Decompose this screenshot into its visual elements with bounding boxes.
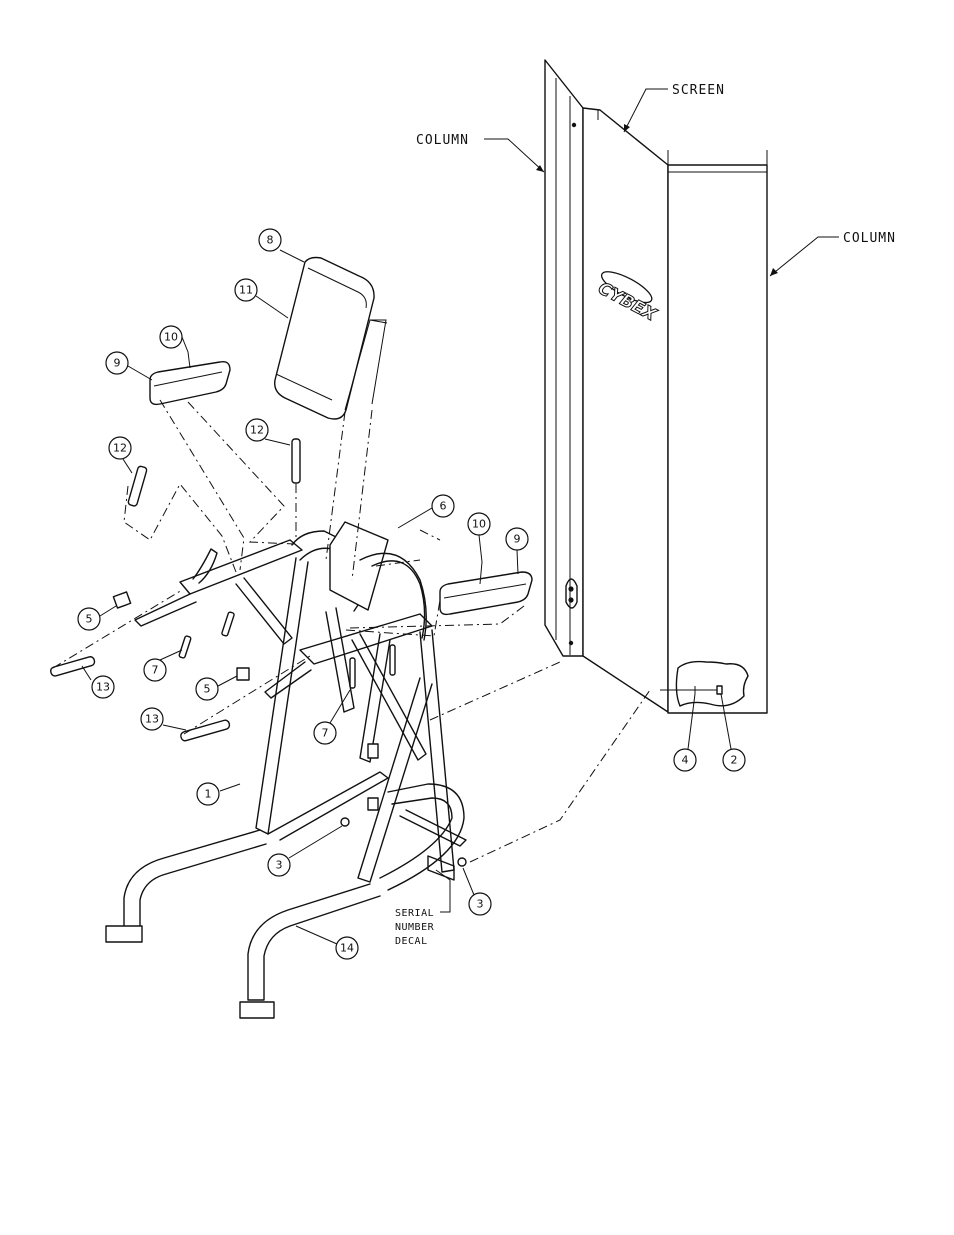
serial-number-decal-label: SERIAL NUMBER DECAL <box>395 869 451 947</box>
svg-text:3: 3 <box>477 898 484 911</box>
svg-text:12: 12 <box>250 424 264 437</box>
svg-text:COLUMN: COLUMN <box>416 133 469 148</box>
callout-5-left: 5 <box>77 605 117 631</box>
column-screen-assembly: CYBEX <box>544 59 768 714</box>
handle-grip-upper <box>291 438 301 484</box>
svg-text:COLUMN: COLUMN <box>843 231 896 246</box>
callout-11: 11 <box>234 278 289 319</box>
svg-text:9: 9 <box>514 533 521 546</box>
callout-2: 2 <box>720 693 746 772</box>
svg-text:4: 4 <box>682 754 689 767</box>
callout-7-left: 7 <box>143 649 183 682</box>
label-column-right: COLUMN <box>769 231 896 277</box>
arm-pad-left <box>149 360 231 406</box>
screen-panel <box>582 107 669 713</box>
callout-3-right: 3 <box>462 867 492 916</box>
right-column <box>667 164 768 714</box>
back-mount-plate <box>329 521 389 611</box>
svg-text:13: 13 <box>145 713 159 726</box>
handle-grip-left <box>127 465 148 507</box>
grip-13-right <box>180 719 231 742</box>
svg-text:10: 10 <box>164 331 178 344</box>
label-screen: SCREEN <box>623 83 725 133</box>
callout-5-right: 5 <box>195 675 238 701</box>
callout-9-right: 9 <box>505 527 529 575</box>
back-pad <box>274 256 388 420</box>
callout-14: 14 <box>295 925 359 960</box>
svg-text:5: 5 <box>204 683 211 696</box>
assembly-lines <box>52 399 651 863</box>
callout-8: 8 <box>258 228 305 263</box>
pin-7-far <box>389 644 396 676</box>
svg-text:NUMBER: NUMBER <box>395 922 435 933</box>
frame <box>105 521 467 1019</box>
foot-left <box>105 925 143 943</box>
svg-text:5: 5 <box>86 613 93 626</box>
svg-text:7: 7 <box>322 727 329 740</box>
svg-text:3: 3 <box>276 859 283 872</box>
callout-12-right: 12 <box>245 418 291 446</box>
svg-text:14: 14 <box>340 942 354 955</box>
callout-4: 4 <box>673 693 697 772</box>
svg-text:SCREEN: SCREEN <box>672 83 725 98</box>
pin-7-mid <box>221 611 235 637</box>
svg-text:10: 10 <box>472 518 486 531</box>
callout-9-left: 9 <box>105 351 153 381</box>
svg-text:13: 13 <box>96 681 110 694</box>
callout-13-left: 13 <box>81 665 115 699</box>
svg-text:9: 9 <box>114 357 121 370</box>
svg-text:7: 7 <box>152 664 159 677</box>
left-column <box>544 59 584 657</box>
svg-text:8: 8 <box>267 234 274 247</box>
pin-7-left <box>178 635 192 659</box>
arm-pad-right <box>439 571 533 616</box>
svg-text:2: 2 <box>731 754 738 767</box>
svg-text:DECAL: DECAL <box>395 936 428 947</box>
callout-10-right: 10 <box>467 512 491 585</box>
svg-text:11: 11 <box>239 284 253 297</box>
callout-12-left: 12 <box>108 436 133 474</box>
svg-text:SERIAL: SERIAL <box>395 908 434 919</box>
cutaway-window <box>675 660 749 707</box>
svg-text:6: 6 <box>440 500 447 513</box>
callout-6: 6 <box>397 494 455 529</box>
svg-text:1: 1 <box>205 788 212 801</box>
svg-text:12: 12 <box>113 442 127 455</box>
callout-7-right: 7 <box>313 689 351 745</box>
callout-13-right: 13 <box>140 707 187 731</box>
callout-3-left: 3 <box>267 825 343 877</box>
foot-right <box>239 1001 275 1019</box>
label-column-left: COLUMN <box>416 133 545 173</box>
grip-13-left <box>49 656 96 677</box>
knob-5-right <box>236 667 250 681</box>
callout-10-left: 10 <box>159 325 191 369</box>
knob-5-left <box>112 591 132 609</box>
callout-1: 1 <box>196 782 241 806</box>
pin-7-right <box>349 657 356 689</box>
